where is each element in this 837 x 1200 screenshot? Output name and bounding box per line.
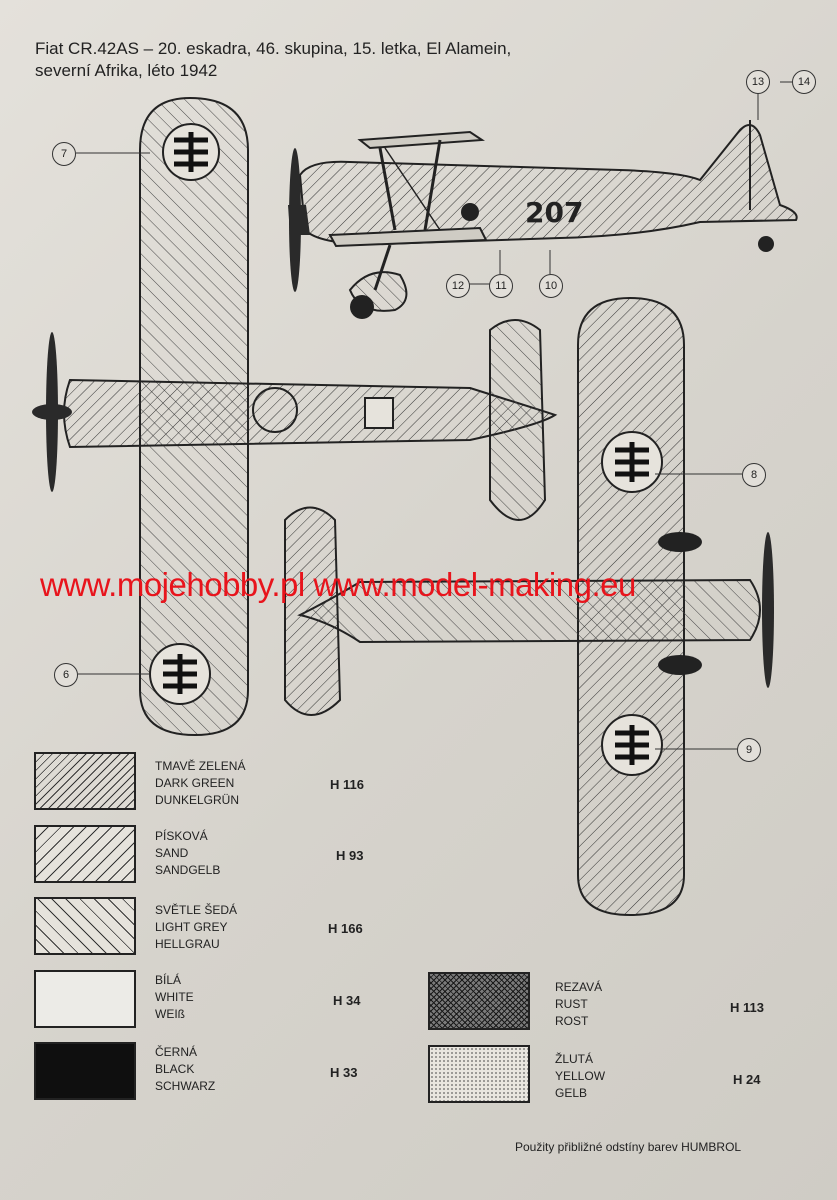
color-code-dark-green: H 116 — [330, 777, 364, 792]
callout-7: 7 — [52, 142, 76, 166]
bottom-view — [284, 296, 774, 917]
callout-13: 13 — [746, 70, 770, 94]
callout-14: 14 — [792, 70, 816, 94]
callout-11: 11 — [489, 274, 513, 298]
footnote: Použity přibližné odstíny barev HUMBROL — [515, 1140, 742, 1154]
callout-10: 10 — [539, 274, 563, 298]
swatch-rust — [428, 972, 530, 1030]
watermark-text: www.mojehobby.pl www.model-making.eu — [40, 566, 636, 603]
callout-6: 6 — [54, 663, 78, 687]
swatch-light-grey — [34, 897, 136, 955]
swatch-sand — [34, 825, 136, 883]
color-code-black: H 33 — [330, 1065, 358, 1080]
fuselage-code: 207 — [525, 196, 583, 229]
title-line-1: Fiat CR.42AS – 20. eskadra, 46. skupina,… — [35, 39, 512, 58]
top-view — [32, 96, 558, 737]
callout-9: 9 — [737, 738, 761, 762]
color-code-light-grey: H 166 — [328, 921, 363, 936]
color-code-yellow: H 24 — [733, 1072, 761, 1087]
swatch-black — [34, 1042, 136, 1100]
callout-8: 8 — [742, 463, 766, 487]
side-view: 207 — [288, 120, 798, 319]
swatch-dark-green — [34, 752, 136, 810]
color-code-sand: H 93 — [336, 848, 364, 863]
title-line-2: severní Afrika, léto 1942 — [35, 61, 218, 80]
color-code-rust: H 113 — [730, 1000, 764, 1015]
swatch-yellow — [428, 1045, 530, 1103]
swatch-white — [34, 970, 136, 1028]
color-code-white: H 34 — [333, 993, 361, 1008]
leader-lines — [76, 81, 792, 750]
page-title: Fiat CR.42AS – 20. eskadra, 46. skupina,… — [35, 38, 715, 82]
callout-12: 12 — [446, 274, 470, 298]
